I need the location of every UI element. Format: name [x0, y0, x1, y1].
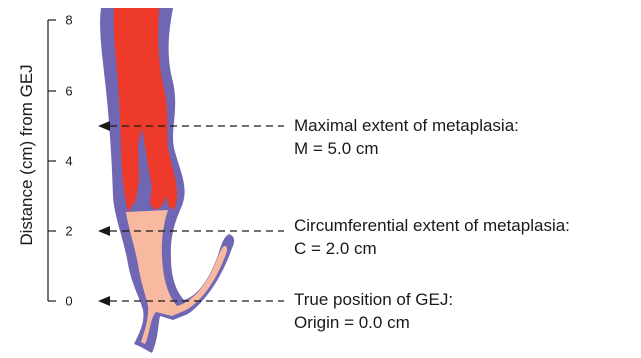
tick-label-8: 8 — [63, 13, 75, 28]
normal-mucosa-lining — [126, 210, 227, 344]
arrowhead-gej — [98, 296, 110, 306]
tick-label-2: 2 — [63, 224, 75, 239]
annotation-title: True position of GEJ: — [294, 288, 453, 311]
arrowhead-circumferential-extent — [98, 226, 110, 236]
level-arrowheads — [98, 121, 110, 306]
distance-axis — [48, 20, 56, 301]
annotation-maximal-extent: Maximal extent of metaplasia: M = 5.0 cm — [294, 114, 519, 160]
axis-title: Distance (cm) from GEJ — [17, 64, 37, 245]
tick-label-0: 0 — [63, 294, 75, 309]
annotation-value: C = 2.0 cm — [294, 237, 570, 260]
annotation-value: Origin = 0.0 cm — [294, 311, 453, 334]
annotation-gej-position: True position of GEJ: Origin = 0.0 cm — [294, 288, 453, 334]
arrowhead-maximal-extent — [98, 121, 110, 131]
tick-label-6: 6 — [63, 84, 75, 99]
annotation-circumferential-extent: Circumferential extent of metaplasia: C … — [294, 214, 570, 260]
annotation-title: Circumferential extent of metaplasia: — [294, 214, 570, 237]
annotation-value: M = 5.0 cm — [294, 137, 519, 160]
annotation-title: Maximal extent of metaplasia: — [294, 114, 519, 137]
tick-label-4: 4 — [63, 154, 75, 169]
